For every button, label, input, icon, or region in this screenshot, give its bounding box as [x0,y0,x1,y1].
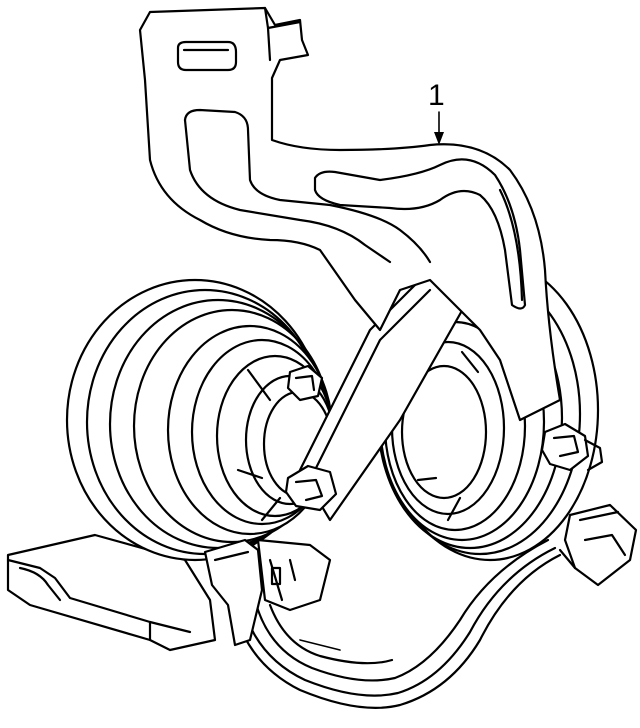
callout-1: 1 [428,79,445,145]
mounting-bracket [138,6,562,422]
right-connector [558,503,638,587]
wiring-harness [228,538,562,709]
callout-arrowhead [434,132,444,145]
callout-label: 1 [428,79,445,112]
center-nut [284,464,338,512]
left-connector [203,538,332,647]
right-nut [540,422,604,472]
left-horn [65,278,336,562]
base-plate [6,533,217,652]
